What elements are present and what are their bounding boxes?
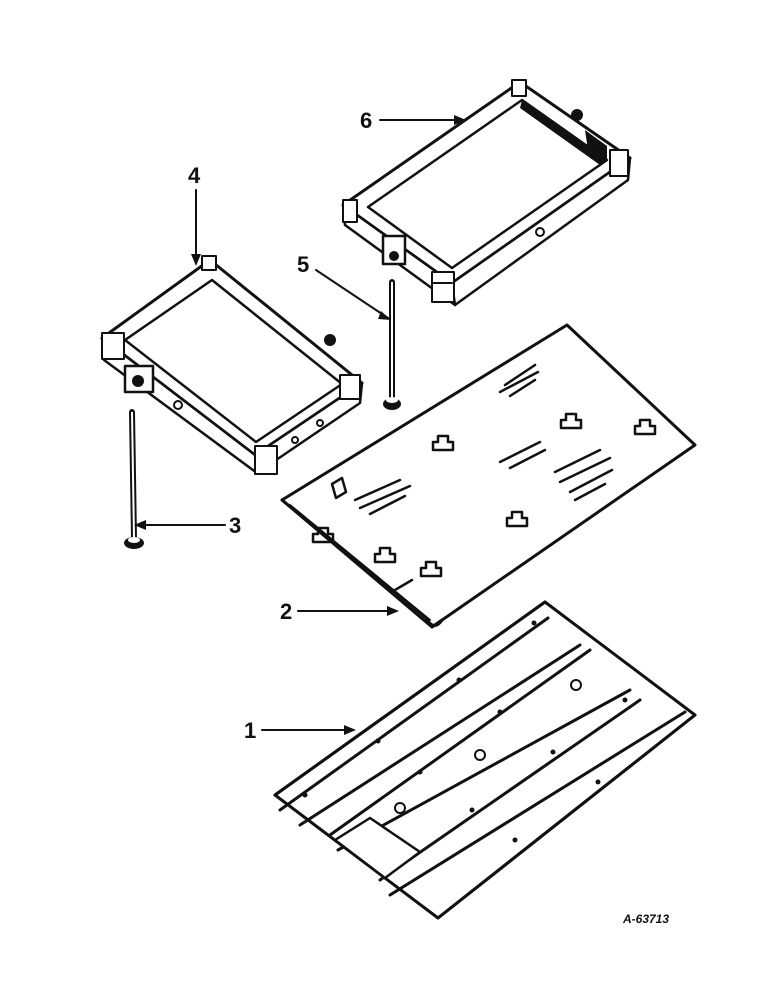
leader-lines xyxy=(137,119,463,731)
part-4-frame xyxy=(100,255,364,475)
part-2-plate xyxy=(280,323,697,629)
part-1-channel xyxy=(273,600,697,920)
part-3-bolt xyxy=(124,409,144,549)
callout-2: 2 xyxy=(280,599,292,624)
callout-5: 5 xyxy=(297,252,309,277)
callout-6: 6 xyxy=(360,108,372,133)
drawing-number: A-63713 xyxy=(622,912,669,926)
callout-4: 4 xyxy=(188,163,201,188)
callout-3: 3 xyxy=(229,513,241,538)
arrowheads xyxy=(134,115,466,735)
callout-1: 1 xyxy=(244,718,256,743)
part-5-bolt xyxy=(383,279,401,410)
part-6-frame xyxy=(341,79,632,307)
